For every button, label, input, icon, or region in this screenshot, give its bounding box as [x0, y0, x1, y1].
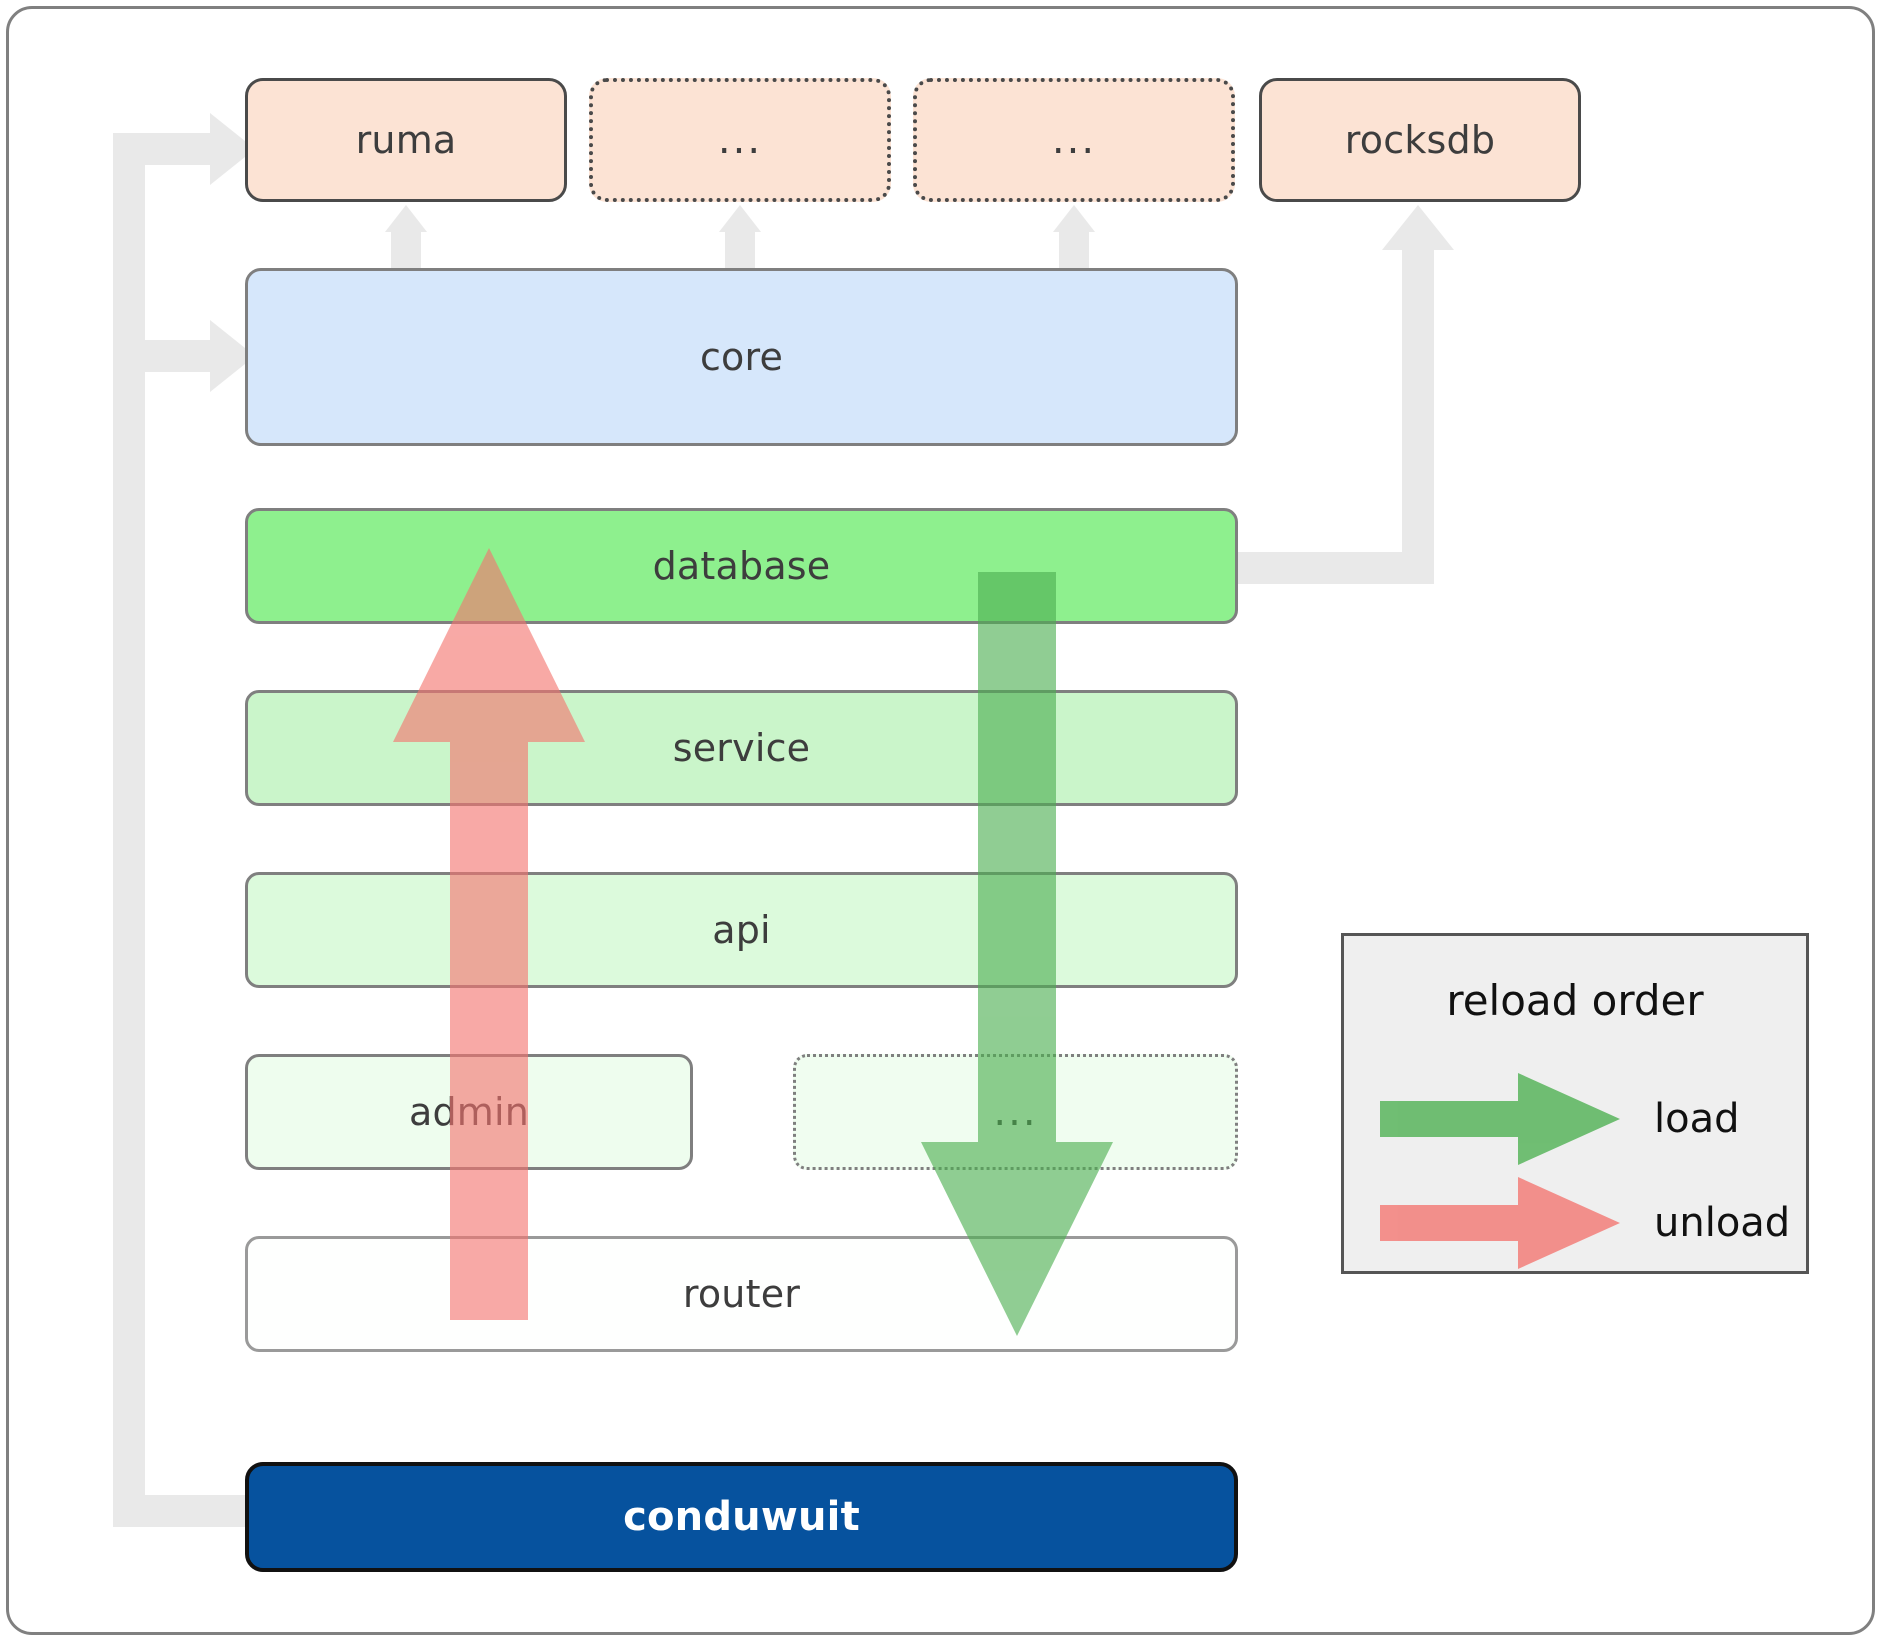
- legend-row-unload: unload: [1344, 1177, 1806, 1269]
- load-arrow-icon: [1380, 1073, 1620, 1165]
- legend-row-load: load: [1344, 1073, 1806, 1165]
- crate-label-router: router: [682, 1272, 801, 1316]
- crate-box-admin[interactable]: admin: [245, 1054, 693, 1170]
- unload-arrow-icon: [1380, 1177, 1620, 1269]
- crate-box-conduwuit[interactable]: conduwuit: [245, 1462, 1238, 1572]
- crate-box-more[interactable]: ...: [793, 1054, 1238, 1170]
- diagram-frame: [6, 6, 1875, 1635]
- dependency-box-more-1[interactable]: ...: [589, 78, 891, 202]
- crate-label-core: core: [699, 335, 784, 379]
- crate-label-database: database: [652, 544, 831, 588]
- crate-box-router[interactable]: router: [245, 1236, 1238, 1352]
- dependency-box-ruma[interactable]: ruma: [245, 78, 567, 202]
- dependency-label-more-2: ...: [1051, 117, 1097, 163]
- crate-label-admin: admin: [408, 1090, 530, 1134]
- legend-title: reload order: [1446, 976, 1704, 1025]
- crate-label-api: api: [712, 908, 771, 952]
- crate-box-service[interactable]: service: [245, 690, 1238, 806]
- crate-box-core[interactable]: core: [245, 268, 1238, 446]
- crate-box-database[interactable]: database: [245, 508, 1238, 624]
- dependency-label-rocksdb: rocksdb: [1344, 118, 1496, 162]
- dependency-box-more-2[interactable]: ...: [913, 78, 1235, 202]
- dependency-label-more-1: ...: [717, 117, 763, 163]
- crate-label-service: service: [672, 726, 811, 770]
- crate-box-api[interactable]: api: [245, 872, 1238, 988]
- crate-label-more: ...: [993, 1089, 1038, 1135]
- dependency-box-rocksdb[interactable]: rocksdb: [1259, 78, 1581, 202]
- crate-label-conduwuit: conduwuit: [623, 1494, 860, 1540]
- legend-label-unload: unload: [1654, 1200, 1791, 1246]
- legend-label-load: load: [1654, 1096, 1740, 1142]
- legend-panel: reload order load unload: [1341, 933, 1809, 1274]
- dependency-label-ruma: ruma: [355, 118, 457, 162]
